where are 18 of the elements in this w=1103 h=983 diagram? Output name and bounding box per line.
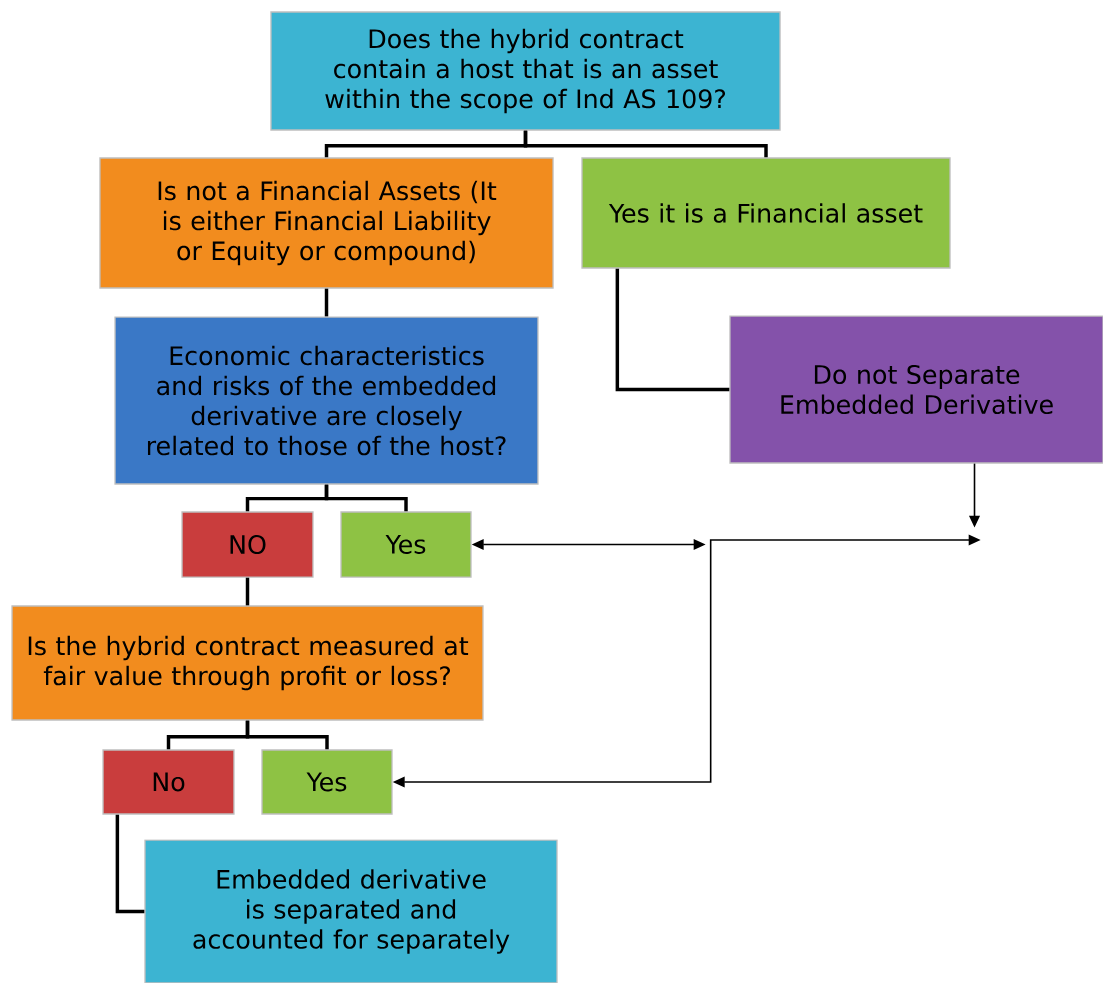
- answer-box: No: [102, 749, 235, 815]
- question-box: Economic characteristics and risks of the embedded derivative are closely related to those of the host?: [114, 316, 539, 485]
- connector-line: [245, 720, 329, 750]
- connector-line: [324, 484, 408, 512]
- connector-line: [523, 130, 768, 158]
- connector-line: [324, 288, 329, 317]
- connector-line: [115, 814, 145, 914]
- process-box: Is not a Financial Assets (It is either Financial Liability or Equity or compound): [99, 157, 554, 289]
- answer-box: NO: [181, 511, 314, 578]
- process-box: Yes it is a Financial asset: [581, 157, 951, 269]
- connector-line: [615, 268, 730, 392]
- question-box: Is the hybrid contract measured at fair value through profit or loss?: [11, 605, 484, 721]
- answer-box: Yes: [261, 749, 393, 815]
- question-box: Does the hybrid contract contain a host that is an asset within the scope of Ind AS 109?: [270, 11, 781, 131]
- connector-line: [245, 577, 250, 606]
- result-box: Embedded derivative is separated and accounted for separately: [144, 839, 558, 983]
- result-box: Do not Separate Embedded Derivative: [729, 315, 1103, 464]
- answer-box: Yes: [340, 511, 472, 578]
